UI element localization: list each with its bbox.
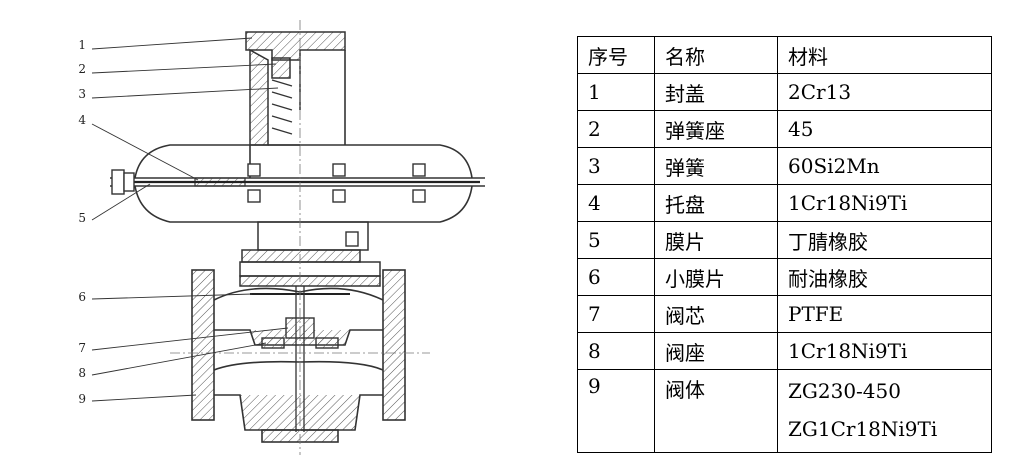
row-name: 弹簧座	[654, 110, 778, 148]
row-number: 5	[577, 221, 655, 259]
row-number: 9	[577, 369, 655, 453]
callout-3: 3	[78, 87, 86, 101]
table-row: 5 膜片 丁腈橡胶	[577, 221, 992, 259]
row-number: 4	[577, 184, 655, 222]
row-name: 封盖	[654, 73, 778, 111]
callout-4: 4	[78, 113, 86, 127]
callout-5: 5	[78, 211, 86, 225]
row-material: 1Cr18Ni9Ti	[777, 184, 992, 222]
row-material: 45	[777, 110, 992, 148]
callout-9: 9	[78, 392, 86, 406]
row-name: 膜片	[654, 221, 778, 259]
callout-8: 8	[78, 366, 86, 380]
bolts	[111, 163, 426, 247]
row-name: 阀芯	[654, 295, 778, 333]
row-material: PTFE	[777, 295, 992, 333]
callout-7: 7	[78, 341, 86, 355]
row-number: 3	[577, 147, 655, 185]
table-row: 6 小膜片 耐油橡胶	[577, 258, 992, 296]
header-name: 名称	[654, 36, 778, 74]
spring	[271, 79, 293, 135]
material-line: ZG230-450	[788, 379, 901, 403]
row-material: ZG230-450 ZG1Cr18Ni9Ti	[777, 369, 992, 453]
valve-seat	[261, 337, 339, 349]
header-material: 材料	[777, 36, 992, 74]
diaphragm-housing	[110, 50, 485, 223]
row-number: 6	[577, 258, 655, 296]
table-row: 9 阀体 ZG230-450 ZG1Cr18Ni9Ti	[577, 369, 992, 453]
row-material: 2Cr13	[777, 73, 992, 111]
parts-material-table: 序号 名称 材料 1 封盖 2Cr13 2 弹簧座 45 3 弹簧 60Si2M…	[577, 36, 992, 453]
valve-stem	[295, 286, 305, 432]
row-number: 7	[577, 295, 655, 333]
spring-seat	[271, 57, 291, 79]
table-row: 8 阀座 1Cr18Ni9Ti	[577, 332, 992, 370]
row-name: 弹簧	[654, 147, 778, 185]
row-name: 托盘	[654, 184, 778, 222]
row-name: 小膜片	[654, 258, 778, 296]
table-row: 4 托盘 1Cr18Ni9Ti	[577, 184, 992, 222]
table-row: 1 封盖 2Cr13	[577, 73, 992, 111]
table-row: 7 阀芯 PTFE	[577, 295, 992, 333]
row-material: 耐油橡胶	[777, 258, 992, 296]
row-material: 60Si2Mn	[777, 147, 992, 185]
row-number: 1	[577, 73, 655, 111]
table-row: 2 弹簧座 45	[577, 110, 992, 148]
material-line: ZG1Cr18Ni9Ti	[788, 417, 938, 441]
row-name: 阀体	[654, 369, 778, 453]
row-number: 8	[577, 332, 655, 370]
row-material: 丁腈橡胶	[777, 221, 992, 259]
row-material: 1Cr18Ni9Ti	[777, 332, 992, 370]
valve-body	[191, 269, 406, 443]
table-row: 3 弹簧 60Si2Mn	[577, 147, 992, 185]
callout-labels: 1 2 3 4 5 6 7 8 9	[78, 38, 86, 406]
leader-lines	[91, 37, 289, 402]
row-name: 阀座	[654, 332, 778, 370]
valve-cross-section-drawing: 1 2 3 4 5 6 7 8 9	[78, 20, 485, 455]
callout-6: 6	[78, 290, 86, 304]
row-number: 2	[577, 110, 655, 148]
callout-1: 1	[78, 38, 86, 52]
cap	[245, 31, 346, 146]
table-header-row: 序号 名称 材料	[577, 36, 992, 74]
neck	[239, 221, 381, 287]
header-serial-number: 序号	[577, 36, 655, 74]
callout-2: 2	[78, 62, 86, 76]
